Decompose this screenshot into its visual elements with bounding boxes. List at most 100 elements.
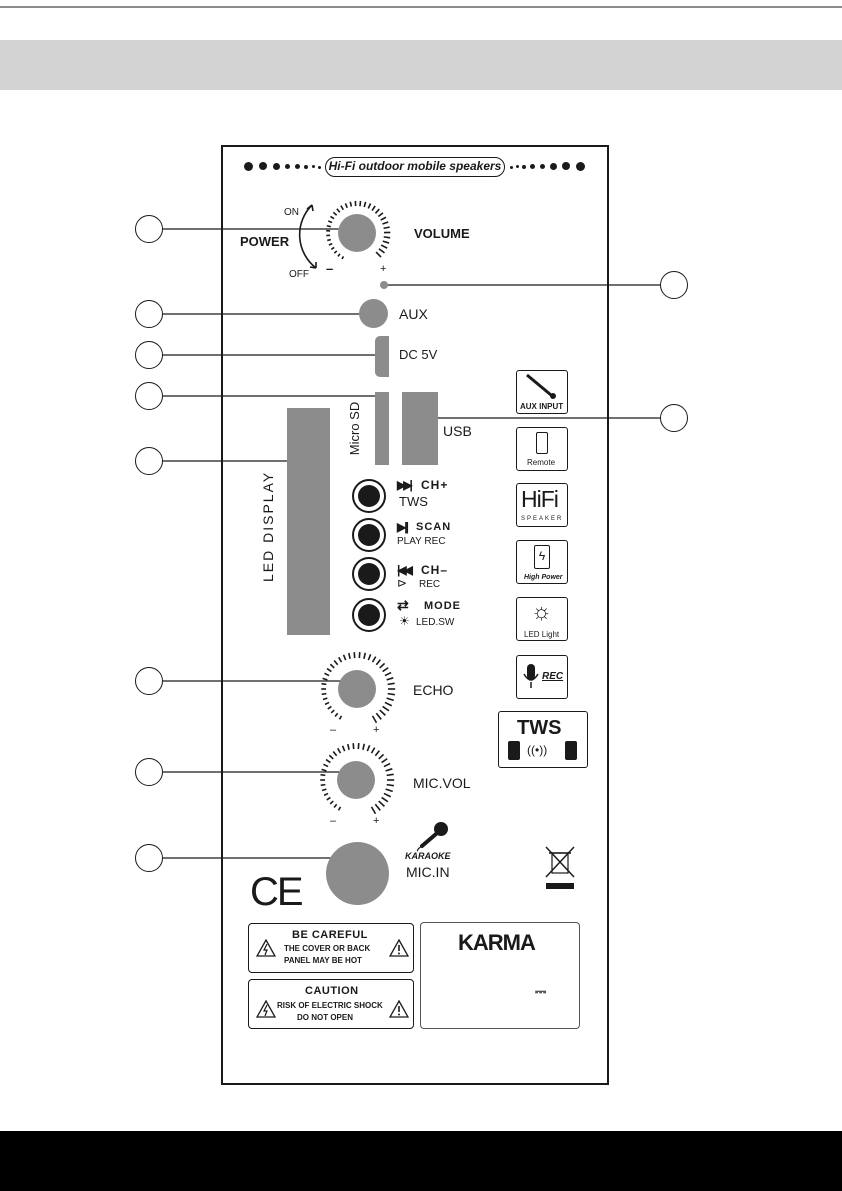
usb-port[interactable] — [402, 392, 438, 465]
usb-label: USB — [443, 423, 472, 439]
rec-label: REC — [419, 579, 441, 590]
dial-tick — [332, 750, 338, 757]
decor-dot — [562, 162, 570, 170]
dial-tick — [378, 753, 385, 760]
power-arc-arrowhead-bottom — [309, 262, 317, 269]
weee-bin-icon — [545, 846, 575, 889]
ch-plus-label: CH+ — [421, 478, 449, 492]
remote-text: Remote — [527, 458, 556, 467]
dial-tick — [327, 220, 333, 224]
warning-icon — [389, 939, 409, 957]
dc-port[interactable] — [375, 336, 389, 377]
dial-tick — [336, 208, 341, 213]
dial-tick — [385, 788, 393, 793]
microphone-icon — [416, 822, 448, 852]
dial-tick — [384, 671, 392, 677]
scan-button[interactable] — [352, 518, 386, 552]
decor-dot — [576, 162, 585, 171]
electric-hazard-icon — [256, 939, 276, 957]
dial-tick — [349, 201, 353, 207]
power-arc — [298, 204, 317, 269]
decor-dot — [530, 164, 535, 169]
footer-band — [0, 1131, 842, 1191]
dial-tick — [381, 758, 388, 764]
mic-in-jack[interactable] — [326, 842, 389, 905]
mode-button[interactable] — [352, 598, 386, 632]
dial-tick — [386, 773, 394, 777]
dial-tick — [366, 744, 371, 752]
dial-tick — [371, 715, 378, 724]
volume-indicator-dot — [380, 281, 388, 289]
dial-tick — [334, 712, 339, 717]
header-band — [0, 40, 842, 90]
dial-tick — [375, 659, 382, 666]
volume-knob[interactable] — [338, 214, 376, 252]
rec-text: REC — [542, 671, 564, 682]
dial-tick — [382, 705, 390, 712]
decor-dot — [510, 166, 513, 169]
microsd-label: Micro SD — [347, 401, 363, 456]
dial-tick — [326, 224, 331, 228]
warning-icon — [389, 1000, 409, 1018]
dial-tick — [347, 743, 350, 750]
high-power-battery-icon: ϟ High Power — [516, 540, 568, 584]
mic-vol-minus-label: – — [330, 815, 337, 827]
callout-circle — [660, 404, 688, 432]
be-careful-line2: PANEL MAY BE HOT — [284, 956, 362, 965]
dial-tick — [386, 677, 394, 681]
be-careful-title: BE CAREFUL — [292, 929, 368, 941]
rec-mic-icon: REC — [516, 655, 568, 699]
dial-tick — [326, 667, 332, 673]
dial-tick — [374, 750, 381, 757]
battery-shape: ϟ — [534, 545, 550, 569]
dial-tick — [340, 205, 344, 211]
dial-tick — [381, 796, 389, 803]
right-speaker-icon — [565, 741, 577, 760]
volume-label: VOLUME — [414, 226, 470, 241]
be-careful-warning: BE CAREFUL THE COVER OR BACK PANEL MAY B… — [248, 923, 414, 973]
dial-tick — [322, 697, 328, 701]
dial-tick — [382, 667, 389, 673]
mode-label: MODE — [424, 600, 461, 612]
hifi-text: HiFi — [521, 486, 559, 512]
speaker-back-panel — [221, 145, 609, 1085]
callout-circle — [135, 382, 163, 410]
dial-tick — [384, 701, 393, 707]
ch-minus-label: CH– — [421, 563, 449, 577]
dial-tick — [371, 205, 376, 212]
callout-circle — [135, 300, 163, 328]
aux-input-text: AUX INPUT — [520, 402, 564, 411]
dc-label: DC 5V — [399, 347, 438, 362]
dial-tick — [342, 654, 347, 661]
mic-vol-knob[interactable] — [337, 761, 375, 799]
dial-tick — [321, 768, 327, 772]
dial-tick — [382, 240, 390, 244]
dial-tick — [330, 215, 335, 220]
dial-tick — [328, 754, 334, 760]
left-speaker-icon — [508, 741, 520, 760]
dial-tick — [362, 743, 366, 750]
dial-tick — [375, 251, 382, 258]
dial-tick — [380, 244, 388, 249]
aux-label: AUX — [399, 306, 428, 322]
aux-jack[interactable] — [359, 299, 388, 328]
echo-knob[interactable] — [338, 670, 376, 708]
ch-minus-button[interactable] — [352, 557, 386, 591]
dial-tick — [379, 662, 386, 669]
remote-icon: Remote — [516, 427, 568, 471]
remote-shape — [536, 432, 548, 454]
dial-tick — [325, 758, 331, 764]
dial-tick — [380, 216, 387, 221]
wireless-signal-icon: ((•)) — [527, 743, 548, 757]
ch-plus-button[interactable] — [352, 479, 386, 513]
prev-track-icon: |◀◀ — [397, 563, 413, 577]
decor-dot — [273, 163, 280, 170]
dial-tick — [379, 709, 386, 716]
decor-dot — [312, 165, 315, 168]
microsd-slot[interactable] — [375, 392, 389, 465]
dial-tick — [321, 788, 327, 792]
dial-tick — [363, 652, 367, 659]
speaker-text: SPEAKER — [521, 516, 564, 522]
dial-tick — [383, 762, 391, 768]
dial-tick — [337, 253, 341, 257]
